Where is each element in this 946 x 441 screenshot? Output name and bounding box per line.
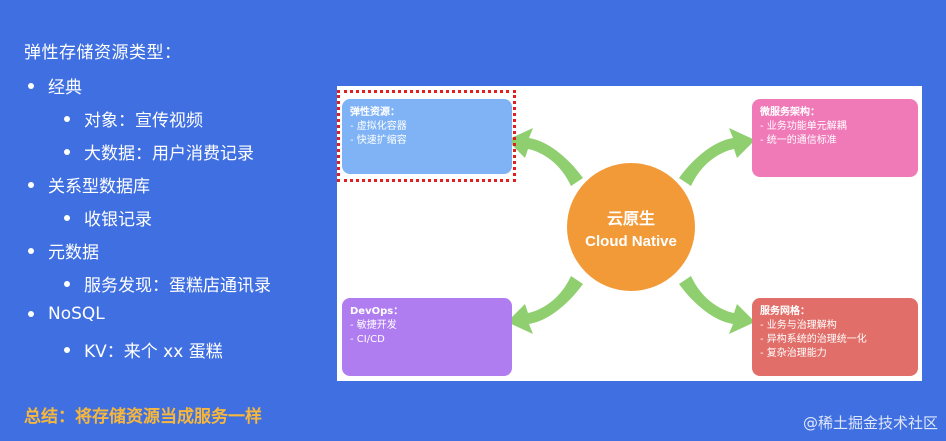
bullet-level1-classic: 经典 [28,73,82,98]
bullet-dot [64,346,70,353]
bullet-level2-discovery: 服务发现：蛋糕店通讯录 [64,271,271,296]
box-item: - 业务功能单元解耦 [760,121,847,132]
box-title: DevOps： [350,306,404,317]
bullet-text: 经典 [48,78,82,98]
bullet-dot [64,148,70,155]
left-content: 弹性存储资源类型： 经典 对象：宣传视频 大数据：用户消费记录 关系型数据库 收… [0,0,330,441]
bullet-text: 收银记录 [84,210,152,230]
box-item: - 统一的通信标准 [760,135,837,146]
box-item: - 快速扩缩容 [350,135,407,146]
box-item: - 业务与治理解构 [760,320,837,331]
bullet-dot [64,115,70,122]
bullet-text: 服务发现：蛋糕店通讯录 [84,276,271,296]
bullet-dot [28,82,34,89]
box-title: 服务网格： [760,306,810,317]
bullet-dot [28,181,34,188]
bullet-text: NoSQL [48,304,105,324]
bullet-level1-nosql: NoSQL [28,304,105,324]
bullet-dot [64,214,70,221]
arrow-bottom-right-icon [679,276,755,334]
arrow-top-left-icon [507,128,583,186]
bullet-text: 对象：宣传视频 [84,111,203,131]
bullet-level2-cashier: 收银记录 [64,205,152,230]
bullet-level2-kv: KV：来个 xx 蛋糕 [64,337,223,362]
bullet-text: 元数据 [48,243,99,263]
box-service-mesh: 服务网格： - 业务与治理解构 - 异构系统的治理统一化 - 复杂治理能力 [752,298,918,376]
highlight-dotted-frame [337,90,516,182]
circle-title-en: Cloud Native [585,232,677,250]
arrow-top-right-icon [679,128,755,186]
bullet-dot [28,247,34,254]
box-title: 微服务架构： [760,107,820,118]
bullet-level2-object: 对象：宣传视频 [64,106,203,131]
box-item: - CI/CD [350,334,385,345]
box-item: - 异构系统的治理统一化 [760,334,867,345]
bullet-text: KV：来个 xx 蛋糕 [84,342,223,362]
box-elastic-resources: 弹性资源： - 虚拟化容器 - 快速扩缩容 [342,99,512,174]
bullet-text: 关系型数据库 [48,177,150,197]
box-microservices: 微服务架构： - 业务功能单元解耦 - 统一的通信标准 [752,99,918,177]
watermark: @稀土掘金技术社区 [802,414,938,432]
bullet-text: 大数据：用户消费记录 [84,144,254,164]
bullet-dot [64,280,70,287]
heading: 弹性存储资源类型： [24,43,182,63]
bullet-level1-metadata: 元数据 [28,238,99,263]
arrow-layer [507,128,755,334]
cloud-native-circle: 云原生 Cloud Native [567,163,695,291]
circle-title-zh: 云原生 [606,208,655,228]
bullet-dot [28,311,34,317]
box-item: - 复杂治理能力 [760,348,827,359]
bullet-level2-bigdata: 大数据：用户消费记录 [64,139,254,164]
box-item: - 虚拟化容器 [350,121,407,132]
cloud-native-diagram: 弹性资源： - 虚拟化容器 - 快速扩缩容 微服务架构： - 业务功能单元解耦 … [337,86,922,381]
box-item: - 敏捷开发 [350,320,397,331]
box-devops: DevOps： - 敏捷开发 - CI/CD [342,298,512,376]
arrow-bottom-left-icon [507,276,583,334]
box-title: 弹性资源： [350,107,400,118]
summary-text: 总结：将存储资源当成服务一样 [24,407,262,427]
bullet-level1-relational: 关系型数据库 [28,172,150,197]
